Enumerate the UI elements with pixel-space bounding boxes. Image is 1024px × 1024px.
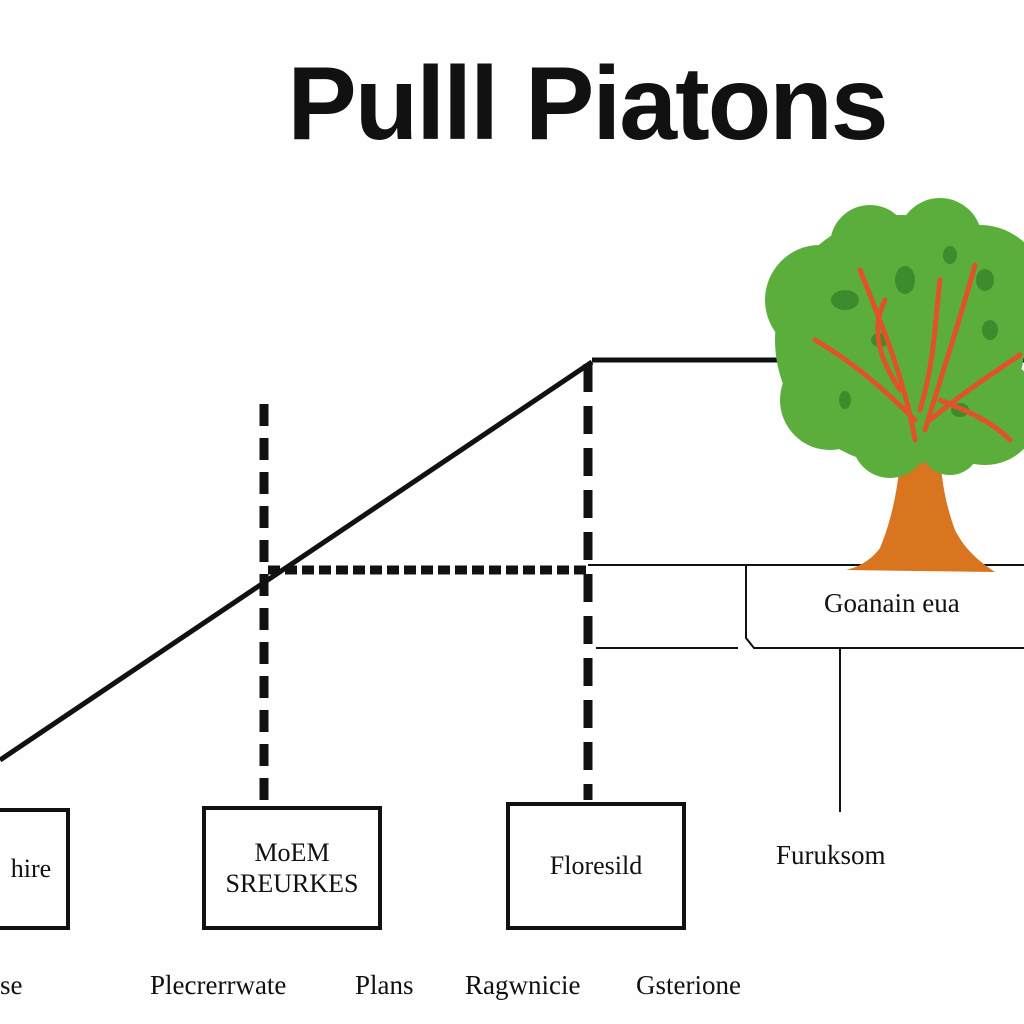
caption-bracket [745, 566, 1024, 649]
title-word-1: Pulll [287, 46, 499, 162]
box-middle-line-1: MoEM [254, 837, 330, 867]
tree-foliage [765, 198, 1024, 478]
tree-illustration [765, 198, 1024, 572]
tree-caption: Goanain eua [824, 588, 960, 618]
tree-branches [812, 262, 1023, 443]
box-left-label: hire [10, 854, 52, 884]
slope-line [0, 359, 594, 763]
bottom-label-middle-2: Plans [355, 970, 414, 1000]
box-right-label: Floresild [549, 851, 643, 881]
box-middle-line-2: SREURKES [225, 869, 359, 898]
box-left: hire [0, 808, 70, 930]
tree-trunk [846, 380, 995, 572]
title-word-2: Piatons [524, 46, 889, 162]
box-right: Floresild [506, 802, 686, 930]
bottom-label-left: se [0, 970, 23, 1000]
bottom-label-right-2: Gsterione [636, 970, 741, 1000]
bottom-label-middle-1: Plecrerrwate [150, 970, 287, 1000]
side-label: Furuksom [776, 840, 886, 870]
box-middle: MoEM SREURKES [202, 806, 382, 930]
bottom-label-right-1: Ragwnicie [465, 970, 581, 1000]
